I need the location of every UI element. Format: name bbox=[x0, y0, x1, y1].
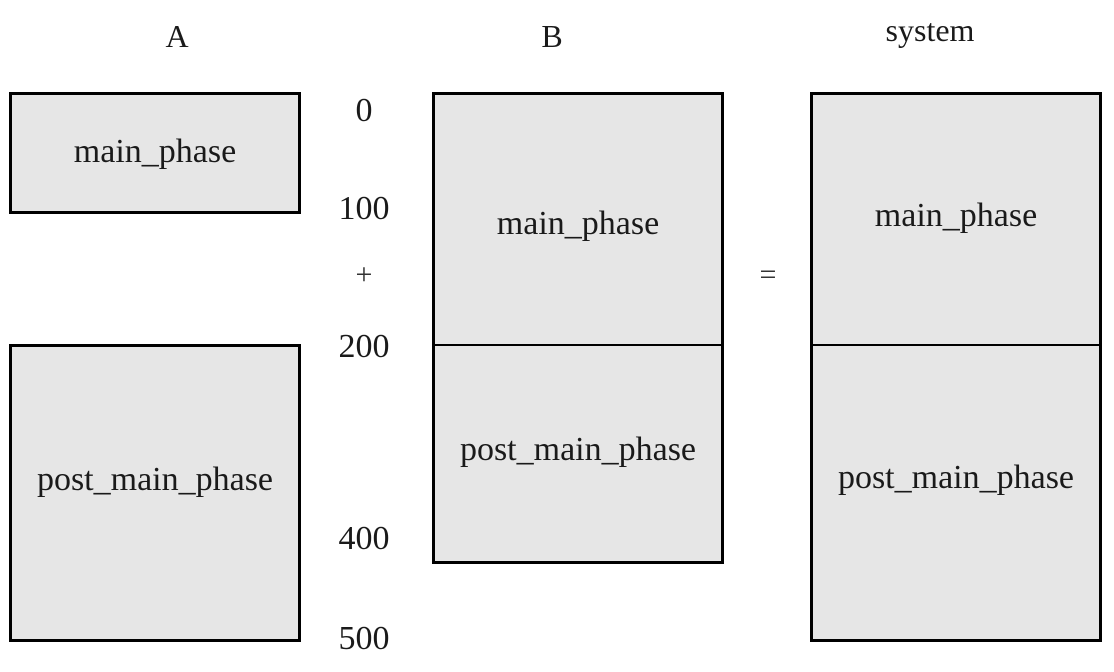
tick-200: 200 bbox=[338, 328, 390, 365]
column-b-title: B bbox=[541, 18, 563, 54]
system-phases-box: main_phase post_main_phase bbox=[810, 92, 1102, 642]
tick-400: 400 bbox=[338, 520, 390, 557]
tick-100: 100 bbox=[338, 190, 390, 227]
system-phase-divider bbox=[813, 344, 1099, 346]
tick-0: 0 bbox=[355, 92, 373, 129]
b-post-main-phase-label: post_main_phase bbox=[459, 431, 697, 468]
column-a-title: A bbox=[165, 18, 189, 54]
equals-operator: = bbox=[759, 258, 777, 291]
b-main-phase-label: main_phase bbox=[496, 205, 660, 242]
system-main-phase-label: main_phase bbox=[874, 197, 1038, 234]
system-post-main-phase-label: post_main_phase bbox=[837, 459, 1075, 496]
tick-500: 500 bbox=[338, 620, 390, 657]
b-phases-box: main_phase post_main_phase bbox=[432, 92, 724, 564]
a-post-main-phase-label: post_main_phase bbox=[36, 461, 274, 498]
a-post-main-phase-box: post_main_phase bbox=[9, 344, 301, 642]
column-system-title: system bbox=[885, 12, 975, 48]
plus-operator: + bbox=[355, 258, 373, 291]
a-main-phase-label: main_phase bbox=[73, 133, 237, 170]
a-main-phase-box: main_phase bbox=[9, 92, 301, 214]
b-phase-divider bbox=[435, 344, 721, 346]
